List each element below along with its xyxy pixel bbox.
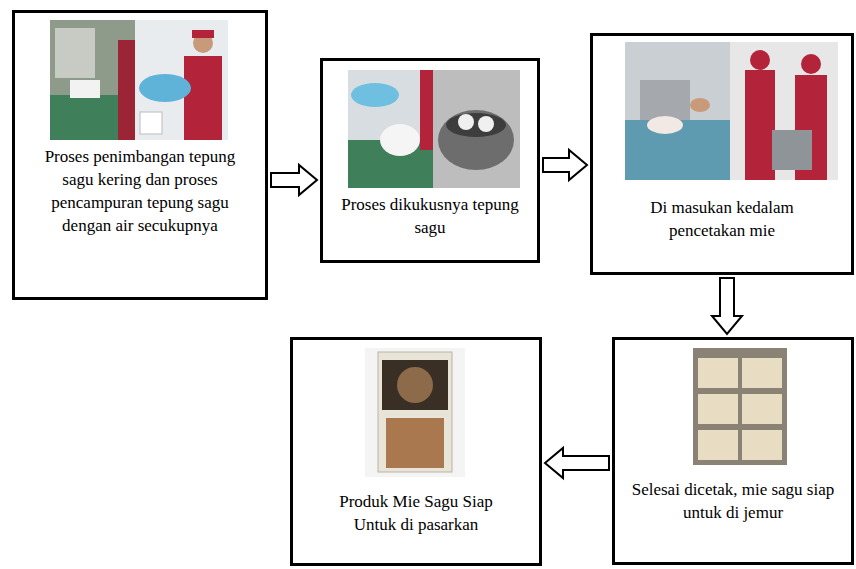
drying-photo [693, 348, 787, 465]
package [378, 352, 452, 472]
photo-ground [730, 42, 838, 180]
photo-ground [365, 348, 465, 477]
process-box: Proses dikukusnya tepung sagu [320, 58, 540, 263]
flow-arrow [712, 278, 742, 334]
process-box: Di masukan kedalam pencetakan mie [590, 33, 854, 275]
noodle-tray [742, 358, 782, 388]
noodle-tray [698, 394, 738, 424]
step-caption: Selesai dicetak, mie sagu siap untuk di … [622, 478, 844, 524]
noodle-tray [698, 430, 738, 460]
pot-inside [446, 113, 506, 137]
pot [438, 110, 514, 170]
weighing-photo [50, 20, 135, 140]
step-caption: Proses penimbangan tepung sagu kering da… [35, 145, 245, 237]
bowl [351, 83, 399, 107]
photo-ground [50, 20, 135, 140]
photo-ground [433, 70, 520, 188]
flow-arrow [545, 448, 609, 478]
noodle-tray [742, 430, 782, 460]
process-box: Selesai dicetak, mie sagu siap untuk di … [612, 337, 854, 565]
hand [690, 98, 710, 112]
cap [192, 30, 214, 38]
person [745, 70, 775, 180]
step-caption: Proses dikukusnya tepung sagu [340, 193, 520, 239]
photo-ground [135, 20, 228, 140]
cap [801, 54, 821, 74]
machine [772, 130, 812, 170]
person [118, 40, 135, 140]
package-label [382, 360, 448, 410]
cap [750, 50, 770, 70]
flow-arrow [543, 150, 587, 180]
step-caption: Produk Mie Sagu Siap Untuk di pasarkan [316, 490, 516, 536]
dough-lump [458, 114, 474, 130]
flow-arrow [271, 165, 317, 195]
dough [647, 116, 683, 134]
cloth [380, 124, 420, 156]
jug [140, 112, 162, 134]
noodle-tray [742, 394, 782, 424]
person [420, 70, 433, 150]
press-photo [625, 42, 730, 180]
process-box: Produk Mie Sagu Siap Untuk di pasarkan [290, 337, 542, 566]
label-picture [397, 367, 433, 403]
dough-lump [478, 116, 494, 132]
product-photo [365, 348, 465, 477]
noodle-tray [698, 358, 738, 388]
workers-photo [730, 42, 838, 180]
photo-ground [625, 42, 730, 180]
step-caption: Di masukan kedalam pencetakan mie [617, 196, 827, 242]
noodles [386, 418, 444, 468]
shelf [55, 28, 95, 78]
machine [640, 80, 690, 120]
photo-ground [693, 348, 787, 465]
bowl [139, 74, 191, 102]
steaming-photo [433, 70, 520, 188]
process-box: Proses penimbangan tepung sagu kering da… [12, 10, 268, 300]
mixing-photo [135, 20, 228, 140]
photo-ground [348, 70, 433, 188]
scale [70, 80, 100, 98]
dough-photo [348, 70, 433, 188]
person [184, 56, 222, 140]
